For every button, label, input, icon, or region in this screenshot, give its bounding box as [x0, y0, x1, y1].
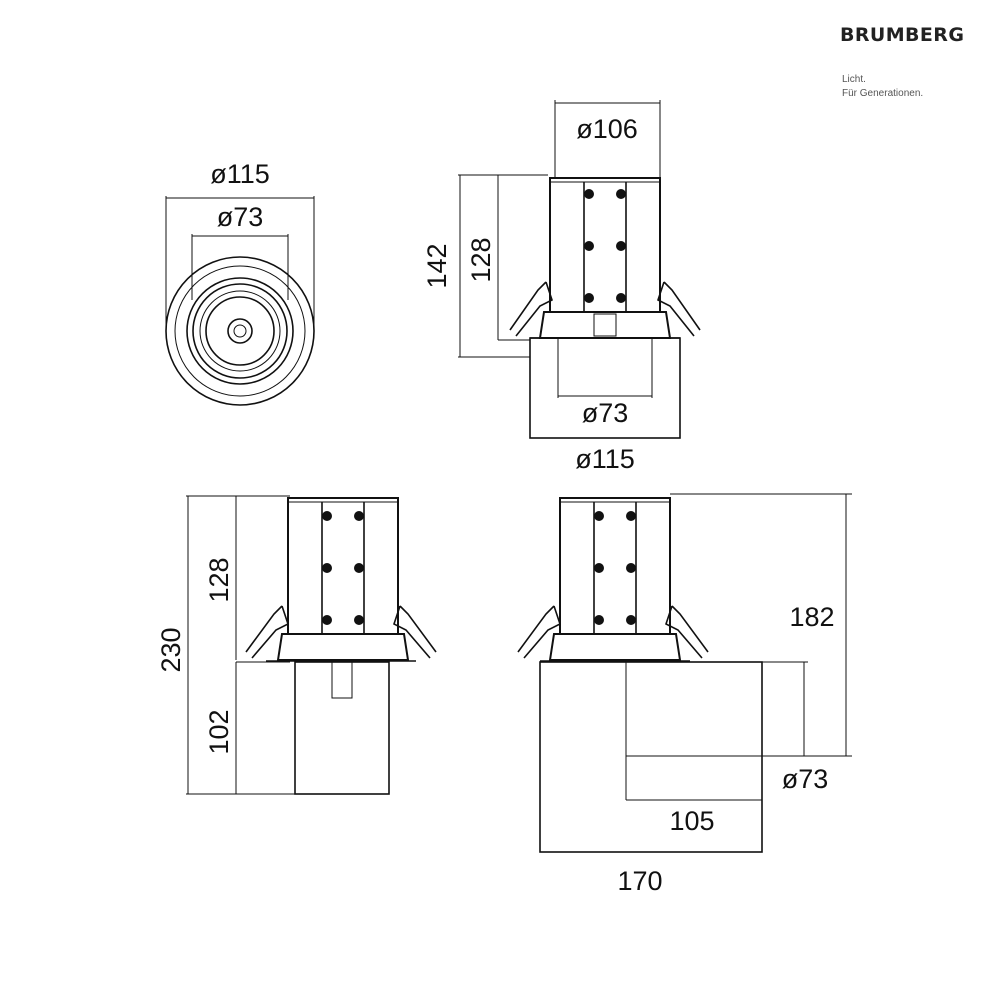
side-view-inner-diameter: ø73	[582, 398, 629, 428]
side-view-top-diameter: ø106	[576, 114, 638, 144]
brand-tagline-1: Licht.	[842, 74, 866, 85]
front-view-body-height: 128	[204, 557, 234, 602]
tilted-view-width: 170	[617, 866, 662, 896]
tilted-view-offset: 105	[669, 806, 714, 836]
brand-logo: BRUMBERG	[840, 24, 965, 46]
tilted-view: 182 ø73 105 170	[517, 493, 852, 896]
tilted-view-diameter: ø73	[782, 764, 829, 794]
side-view-body-height: 128	[466, 237, 496, 282]
front-view: 230 128 102	[156, 495, 437, 795]
brand-tagline-2: Für Generationen.	[842, 88, 924, 99]
tilted-view-height: 182	[789, 602, 834, 632]
front-view-lower-height: 102	[204, 709, 234, 754]
front-view-total-height: 230	[156, 627, 186, 672]
side-view: ø106 142 128 ø73 ø115	[422, 100, 701, 474]
top-view-outer-diameter: ø115	[210, 159, 270, 189]
top-view: ø115 ø73	[165, 159, 315, 406]
side-view-total-height: 142	[422, 243, 452, 288]
top-view-inner-diameter: ø73	[217, 202, 264, 232]
side-view-outer-diameter: ø115	[575, 444, 635, 474]
